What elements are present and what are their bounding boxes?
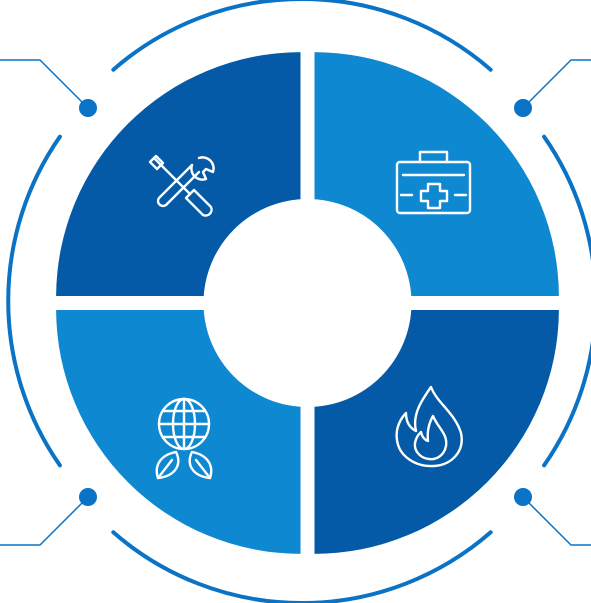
connector-line-bottom-left — [0, 496, 89, 546]
connector-dot-bottom-left — [79, 488, 97, 506]
outer-ring — [6, 0, 591, 603]
connector-dot-bottom-right — [514, 488, 532, 506]
connector-dot-top-right — [514, 99, 532, 117]
center-circle — [203, 199, 412, 407]
ring-arc-bottom — [111, 530, 493, 603]
ring-arc-right — [542, 134, 591, 468]
connector-lines — [0, 59, 591, 546]
icons — [148, 150, 472, 480]
connector-line-bottom-right — [522, 496, 591, 546]
ring-arc-top — [111, 0, 493, 72]
ring-arc-left — [6, 134, 62, 468]
eco-globe-icon — [155, 397, 213, 480]
connector-dot-top-left — [79, 99, 97, 117]
connector-line-top-left — [0, 59, 89, 109]
first-aid-kit-icon — [395, 150, 472, 215]
tools-icon — [148, 154, 215, 217]
connector-dots — [79, 99, 532, 506]
fire-icon — [395, 385, 463, 468]
connector-line-top-right — [522, 59, 591, 109]
